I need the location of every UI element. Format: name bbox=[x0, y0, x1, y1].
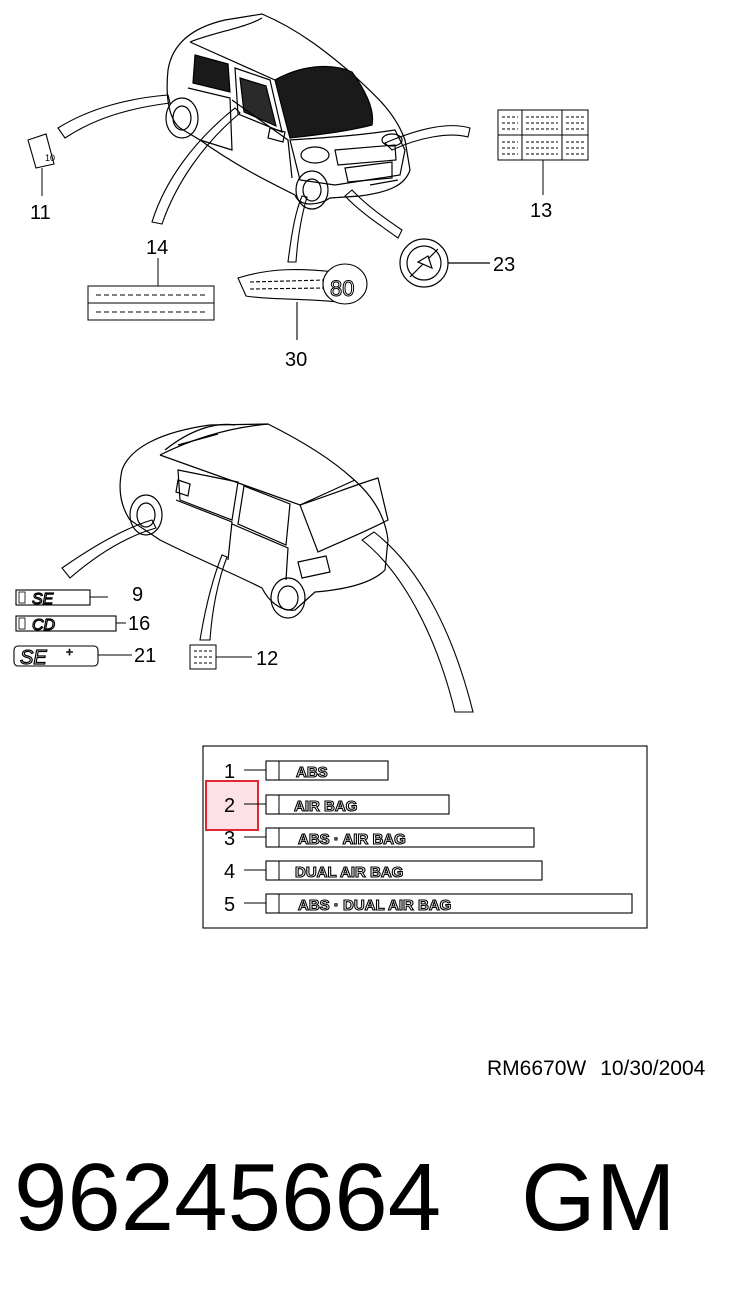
sticker-11: 10 bbox=[27, 133, 55, 196]
callout-14: 14 bbox=[146, 237, 168, 259]
callout-30: 30 bbox=[285, 349, 307, 371]
emblem-se-plus-text: SE bbox=[20, 647, 47, 669]
front-car-illustration bbox=[165, 13, 411, 210]
badge-row-2-num: 2 bbox=[224, 795, 235, 817]
leader-arcs-top bbox=[57, 94, 471, 263]
badge-row-3-num: 3 bbox=[224, 828, 235, 850]
callout-9: 9 bbox=[132, 584, 143, 606]
badge-row-2-label: AIR BAG bbox=[294, 798, 357, 815]
emblem-cd: CD bbox=[15, 615, 126, 635]
callout-11: 11 bbox=[30, 202, 51, 224]
part-number: 96245664 bbox=[14, 1144, 442, 1251]
sticker-23 bbox=[399, 238, 490, 288]
callout-16: 16 bbox=[128, 613, 150, 635]
badge-table: 1 ABS 2 AIR BAG 3 ABS · AIR BAG 4 DUAL A… bbox=[202, 745, 648, 929]
emblem-cd-text: CD bbox=[32, 617, 56, 634]
emblem-se-plus: SE + bbox=[13, 645, 132, 670]
label-12 bbox=[189, 644, 252, 670]
highlight-box bbox=[205, 780, 259, 831]
label-13 bbox=[497, 109, 589, 195]
label-14 bbox=[87, 258, 215, 321]
callout-13: 13 bbox=[530, 200, 552, 222]
badge-row-3-label: ABS · AIR BAG bbox=[298, 831, 406, 848]
callout-12: 12 bbox=[256, 648, 278, 670]
parts-diagram: 10 bbox=[13, 13, 648, 929]
leader-arcs-bottom bbox=[61, 519, 474, 713]
badge-row-1-label: ABS bbox=[296, 764, 328, 781]
callout-21: 21 bbox=[134, 645, 156, 667]
ref-date: 10/30/2004 bbox=[600, 1057, 706, 1080]
emblem-se: SE bbox=[15, 589, 108, 609]
emblem-se-plus-mark: + bbox=[66, 645, 73, 659]
badge-row-1-num: 1 bbox=[224, 761, 235, 783]
callout-23: 23 bbox=[493, 254, 515, 276]
drawing-reference: RM6670W 10/30/2004 bbox=[487, 1057, 719, 1081]
gauge-text: 80 bbox=[330, 276, 354, 301]
brand-name: GM bbox=[521, 1144, 676, 1251]
badge-row-5-num: 5 bbox=[224, 894, 235, 916]
emblem-se-text: SE bbox=[32, 591, 54, 608]
ref-code: RM6670W bbox=[487, 1057, 587, 1080]
label-30: 80 bbox=[237, 263, 368, 340]
sticker-11-text: 10 bbox=[45, 153, 55, 163]
badge-row-4-label: DUAL AIR BAG bbox=[295, 864, 403, 881]
badge-row-4-num: 4 bbox=[224, 861, 235, 883]
rear-car-illustration bbox=[119, 423, 389, 619]
badge-row-5-label: ABS · DUAL AIR BAG bbox=[298, 897, 451, 914]
